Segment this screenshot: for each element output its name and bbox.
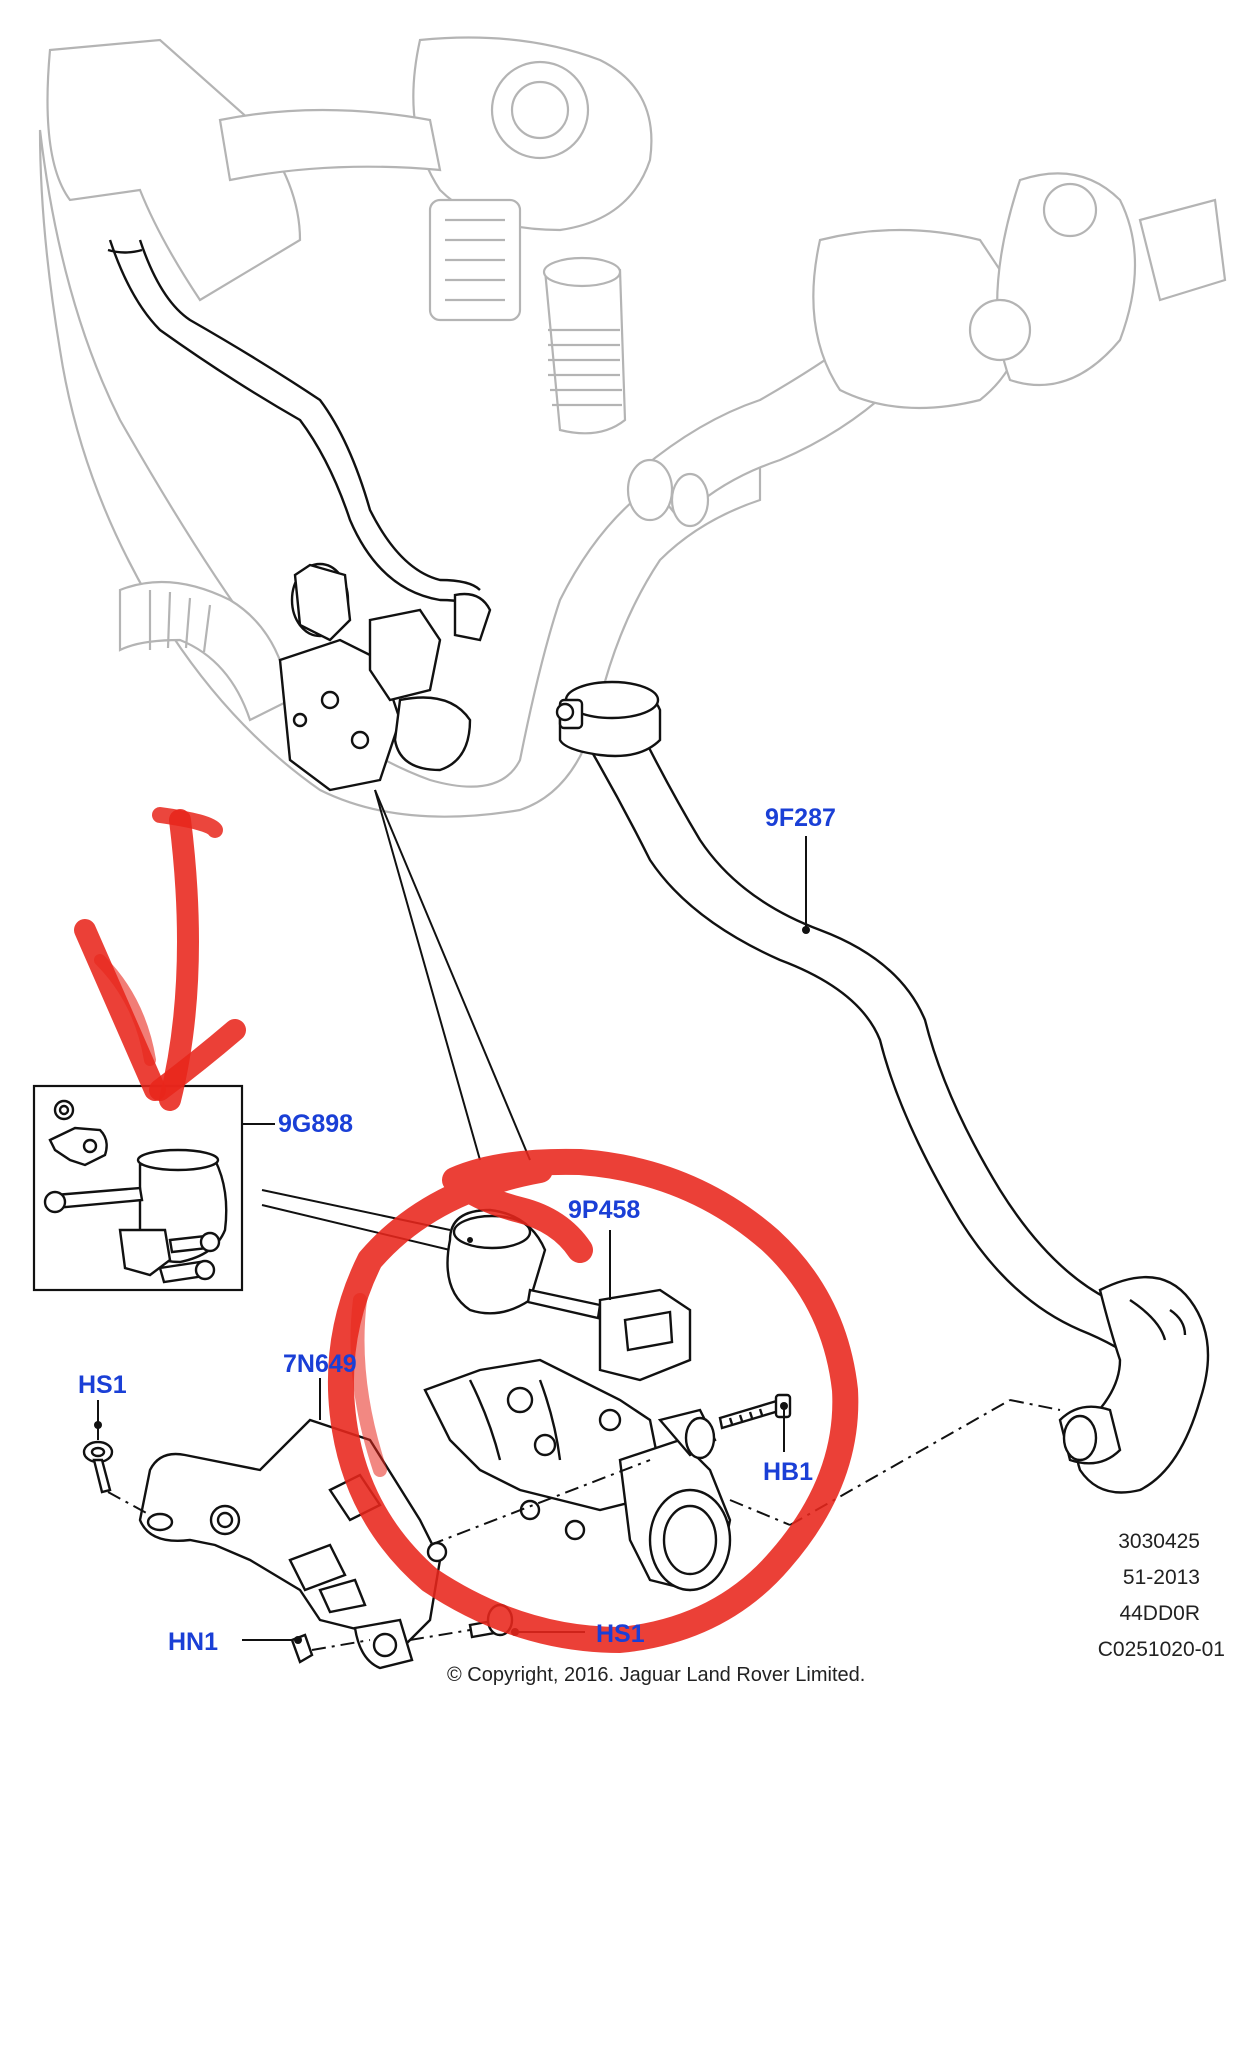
reference-code-4: C0251020-01 bbox=[1098, 1638, 1225, 1661]
coolant-hose-9F287 bbox=[555, 680, 1210, 1494]
callout-9G898: 9G898 bbox=[278, 1110, 353, 1138]
red-annotation-arrow bbox=[74, 807, 246, 1111]
callout-9P458: 9P458 bbox=[568, 1196, 640, 1224]
egr-valve-9P458-detail bbox=[423, 1208, 732, 1592]
reference-code-3: 44DD0R bbox=[1119, 1602, 1200, 1625]
projection-lines bbox=[374, 789, 531, 1161]
axis-HS1-left bbox=[107, 1491, 151, 1516]
axis-HS1-bottom bbox=[409, 1629, 471, 1641]
axis-HN1 bbox=[311, 1639, 371, 1651]
inset-box-9G898 bbox=[32, 1084, 244, 1292]
stud-HS1-left bbox=[82, 1421, 114, 1494]
red-annotation-circle bbox=[327, 1148, 859, 1653]
axis-hose-clamp bbox=[1009, 1399, 1061, 1411]
nut-HN1 bbox=[290, 1633, 314, 1664]
egr-valve-installed bbox=[278, 562, 492, 792]
callout-HS1-bottom: HS1 bbox=[596, 1620, 645, 1648]
small-vacuum-hose bbox=[107, 239, 481, 611]
inset-projection-lower bbox=[261, 1204, 451, 1251]
callout-HN1: HN1 bbox=[168, 1628, 218, 1656]
reference-code-2: 51-2013 bbox=[1123, 1566, 1200, 1589]
callout-9F287: 9F287 bbox=[765, 804, 836, 832]
callout-HB1: HB1 bbox=[763, 1458, 813, 1486]
background-engine-assembly bbox=[38, 36, 1227, 818]
axis-valve-bracket bbox=[429, 1459, 651, 1546]
axis-outlet-joint bbox=[729, 1499, 791, 1526]
copyright-notice: © Copyright, 2016. Jaguar Land Rover Lim… bbox=[447, 1664, 865, 1686]
reference-code-1: 3030425 bbox=[1118, 1530, 1200, 1553]
callout-7N649: 7N649 bbox=[283, 1350, 357, 1378]
bolt-HB1 bbox=[718, 1393, 792, 1430]
callout-HS1-left: HS1 bbox=[78, 1371, 127, 1399]
